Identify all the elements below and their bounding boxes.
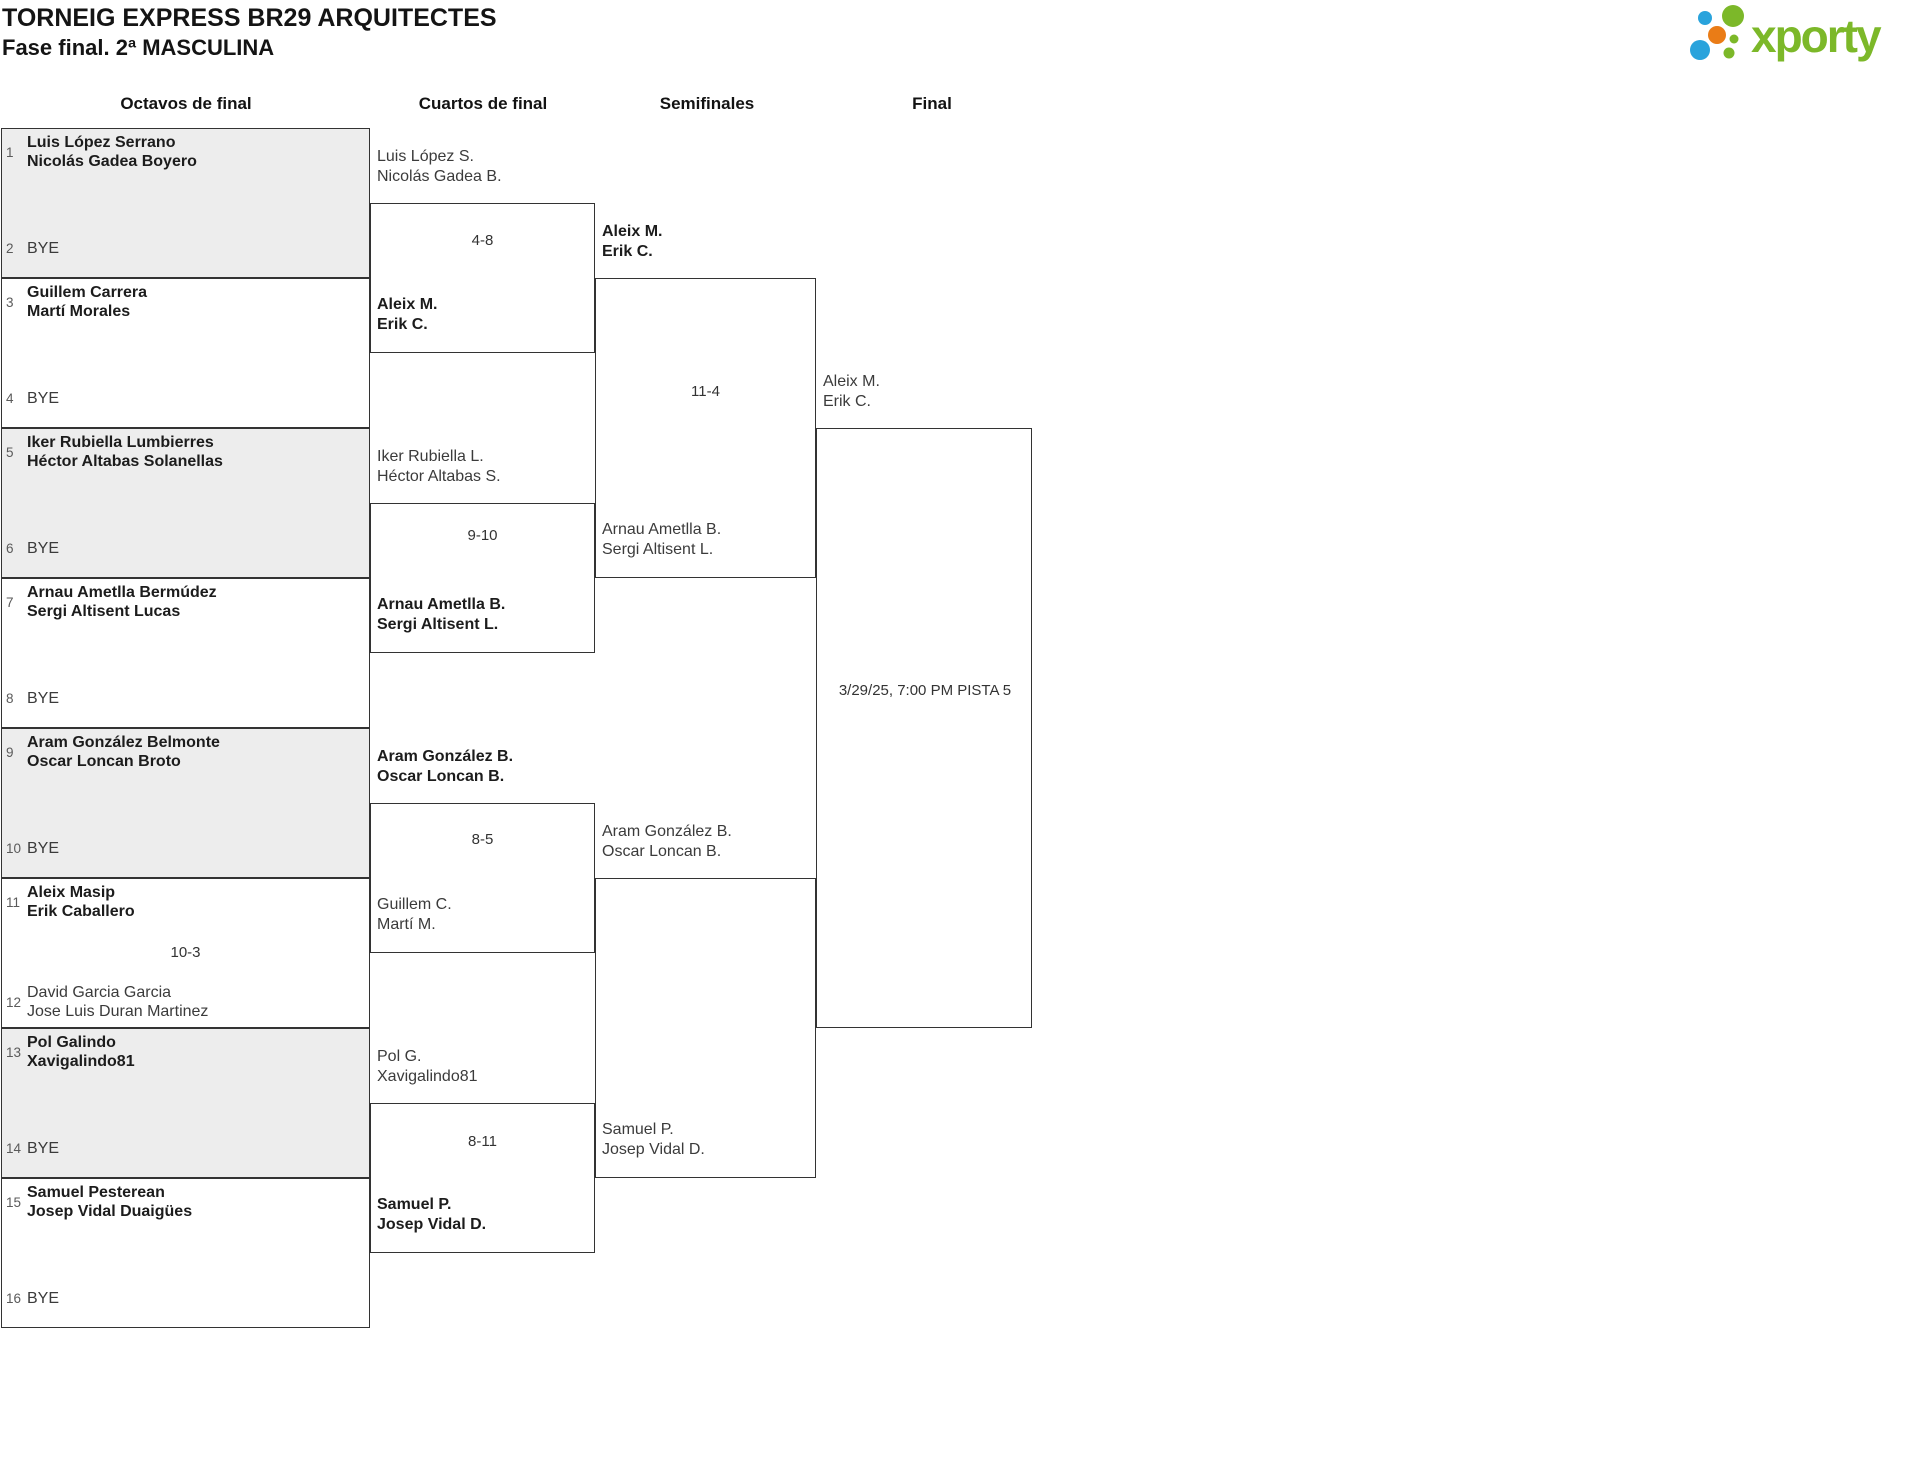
round-header-octavos: Octavos de final — [120, 94, 252, 113]
match-box-sf-2 — [595, 878, 816, 1178]
match-box-r16-4 — [1, 578, 370, 728]
r16-m5-team2[interactable]: 10 BYE — [6, 840, 60, 857]
score-qf-m4: 8-11 — [468, 1133, 497, 1150]
match-box-r16-5 — [1, 728, 370, 878]
seed-number: 4 — [6, 391, 14, 406]
qf-m1-team2[interactable]: Aleix M.Erik C. — [377, 296, 438, 333]
seed-number: 3 — [6, 295, 14, 310]
score-sf-m1: 11-4 — [691, 383, 720, 400]
sf-m2-team1[interactable]: Aram González B.Oscar Loncan B. — [602, 823, 732, 860]
r16-m8-team2[interactable]: 16 BYE — [6, 1290, 60, 1307]
qf-m2-team1[interactable]: Iker Rubiella L.Héctor Altabas S. — [377, 448, 501, 485]
r16-m2-team2[interactable]: 4 BYE — [6, 390, 60, 407]
qf-m3-team1[interactable]: Aram González B.Oscar Loncan B. — [377, 748, 514, 785]
seed-number: 7 — [6, 595, 14, 610]
seed-number: 14 — [6, 1141, 22, 1156]
score-qf-m1: 4-8 — [471, 232, 494, 249]
seed-number: 15 — [6, 1195, 22, 1210]
seed-number: 2 — [6, 241, 14, 256]
final-team1[interactable]: Aleix M.Erik C. — [823, 373, 880, 410]
sf-m1-team2[interactable]: Arnau Ametlla B.Sergi Altisent L. — [602, 521, 722, 558]
r16-m7-team2[interactable]: 14 BYE — [6, 1140, 60, 1157]
match-box-r16-6 — [1, 878, 370, 1028]
logo-dots-icon — [1690, 5, 1744, 60]
qf-m3-team2[interactable]: Guillem C.Martí M. — [377, 896, 452, 933]
round-header-cuartos: Cuartos de final — [418, 94, 548, 113]
seed-number: 9 — [6, 745, 14, 760]
score-qf-m3: 8-5 — [471, 831, 494, 848]
seed-number: 10 — [6, 841, 22, 856]
match-box-qf-3 — [370, 803, 595, 953]
match-box-r16-3 — [1, 428, 370, 578]
match-box-r16-1 — [1, 128, 370, 278]
page-title: TORNEIG EXPRESS BR29 ARQUITECTES — [2, 4, 497, 32]
r16-m1-team2[interactable]: 2 BYE — [6, 240, 60, 257]
qf-m1-team1[interactable]: Luis López S.Nicolás Gadea B. — [377, 148, 502, 185]
score-r16-m6: 10-3 — [170, 944, 201, 961]
seed-number: 5 — [6, 445, 14, 460]
page-subtitle: Fase final. 2ª MASCULINA — [2, 35, 275, 60]
seed-number: 12 — [6, 995, 22, 1010]
match-box-qf-1 — [370, 203, 595, 353]
sf-m1-team1[interactable]: Aleix M.Erik C. — [602, 223, 663, 260]
match-box-qf-4 — [370, 1103, 595, 1253]
match-box-r16-7 — [1, 1028, 370, 1178]
qf-m2-team2[interactable]: Arnau Ametlla B.Sergi Altisent L. — [377, 596, 506, 633]
sf-m2-team2[interactable]: Samuel P.Josep Vidal D. — [602, 1121, 705, 1158]
xporty-logo[interactable]: xporty — [1670, 0, 1920, 70]
r16-m3-team2[interactable]: 6 BYE — [6, 540, 60, 557]
seed-number: 8 — [6, 691, 14, 706]
seed-number: 11 — [6, 895, 21, 910]
qf-m4-team2[interactable]: Samuel P.Josep Vidal D. — [377, 1196, 487, 1233]
round-header-semifinales: Semifinales — [659, 94, 755, 113]
score-qf-m2: 9-10 — [467, 527, 498, 544]
match-box-r16-8 — [1, 1178, 370, 1328]
match-box-sf-1 — [595, 278, 816, 578]
seed-number: 16 — [6, 1291, 22, 1306]
r16-m4-team2[interactable]: 8 BYE — [6, 690, 60, 707]
seed-number: 13 — [6, 1045, 22, 1060]
match-box-qf-2 — [370, 503, 595, 653]
seed-number: 1 — [6, 145, 14, 160]
match-box-r16-2 — [1, 278, 370, 428]
seed-number: 6 — [6, 541, 14, 556]
final-schedule: 3/29/25, 7:00 PM PISTA 5 — [838, 682, 1012, 699]
logo-wordmark: xporty — [1751, 10, 1882, 62]
round-header-final: Final — [912, 94, 952, 113]
qf-m4-team1[interactable]: Pol G.Xavigalindo81 — [377, 1048, 478, 1085]
match-box-final — [816, 428, 1032, 1028]
